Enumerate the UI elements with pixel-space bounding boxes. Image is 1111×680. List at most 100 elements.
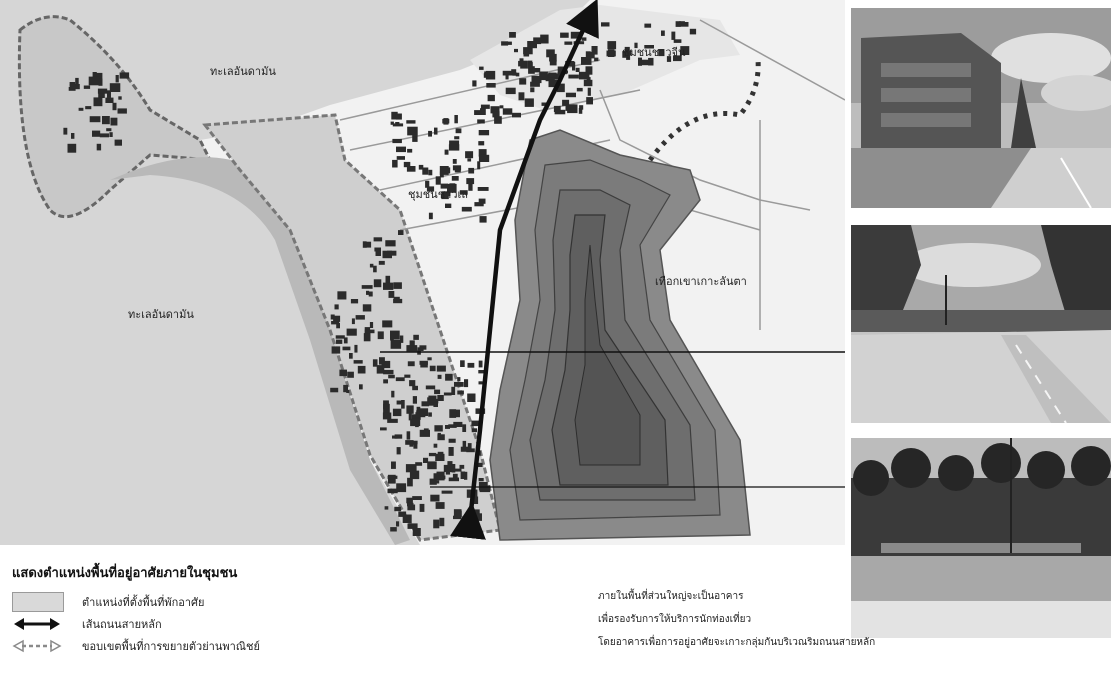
building-block [69,84,80,90]
building-block [382,250,392,259]
building-block [362,241,367,248]
building-block [423,428,429,436]
building-block [455,128,462,134]
building-block [105,97,114,103]
building-block [571,23,582,27]
building-block [110,117,118,126]
building-block [437,434,445,441]
building-block [119,72,130,79]
building-block [428,452,437,457]
building-block [114,139,122,146]
building-block [467,393,476,402]
building-block [601,22,610,27]
building-block [502,108,513,115]
building-block [375,247,381,256]
building-block [395,113,402,120]
building-block [524,98,534,107]
legend-item-commercial-boundary: ขอบเขตพื้นที่การขยายตัวย่านพาณิชย์ [12,635,572,657]
building-block [342,346,351,351]
building-block [548,72,557,78]
building-block [390,340,402,349]
building-block [468,167,475,174]
building-block [419,408,429,416]
building-block [88,76,99,86]
building-block [335,335,345,339]
building-block [412,396,417,404]
building-block [454,136,460,140]
building-block [436,365,446,372]
building-block [383,379,388,384]
building-block [98,92,105,98]
building-block [505,87,516,95]
building-block [376,365,385,374]
building-block [478,381,483,385]
building-block [393,282,402,289]
building-block [644,45,654,49]
residential-swatch-icon [12,592,64,612]
building-block [406,120,416,124]
building-block [607,41,617,50]
building-block [576,87,583,92]
building-block [433,519,440,529]
building-block [456,510,462,518]
building-block [457,377,461,382]
building-block [452,473,458,480]
building-block [427,357,432,361]
building-block [96,143,102,151]
building-block [594,57,599,62]
dashed-arrow-icon [12,639,62,653]
building-block [427,461,437,470]
community-map: ทะเลอันดามัน ทะเลอันดามัน ชุมชนชาวจีน ชุ… [0,0,845,545]
building-block [407,148,413,153]
building-block [78,107,84,111]
building-block [439,171,444,178]
building-block [413,334,419,340]
building-block [565,104,569,111]
building-block [518,92,525,101]
building-block [406,431,411,440]
label-sea-left: ทะเลอันดามัน [128,308,194,321]
building-block [391,390,395,398]
building-block [396,521,400,527]
building-block [460,446,472,452]
main-road-arrow [450,0,599,540]
building-block [435,502,445,509]
building-block [336,322,340,329]
building-block [449,140,460,146]
building-block [418,164,424,170]
building-block [434,425,443,432]
building-block [411,414,416,423]
building-block [347,371,354,378]
building-block [472,513,482,521]
legend-title: แสดงตำแหน่งพื้นที่อยู่อาศัยภายในชุมชน [12,566,238,581]
building-block [117,108,127,114]
building-block [407,126,418,136]
building-block [407,523,418,529]
building-block [75,77,79,86]
building-block [374,247,380,252]
building-block [363,333,371,342]
building-block [415,462,423,466]
legend-item-main-road: เส้นถนนสายหลัก [12,613,572,635]
building-block [586,97,593,105]
building-block [591,46,598,55]
building-block [407,440,418,445]
building-block [519,78,527,85]
building-block [675,21,681,27]
building-block [337,291,347,300]
building-block [401,400,405,409]
building-block [530,87,535,93]
building-block [437,395,444,401]
building-block [406,345,418,352]
building-block [494,116,502,124]
building-block [673,55,682,62]
building-block [118,96,122,100]
building-block [366,290,370,295]
building-block [579,105,584,110]
building-block [459,464,465,469]
building-block [437,451,444,457]
building-block [451,386,456,395]
building-block [467,362,475,368]
building-block [388,474,396,484]
building-block [396,400,403,405]
